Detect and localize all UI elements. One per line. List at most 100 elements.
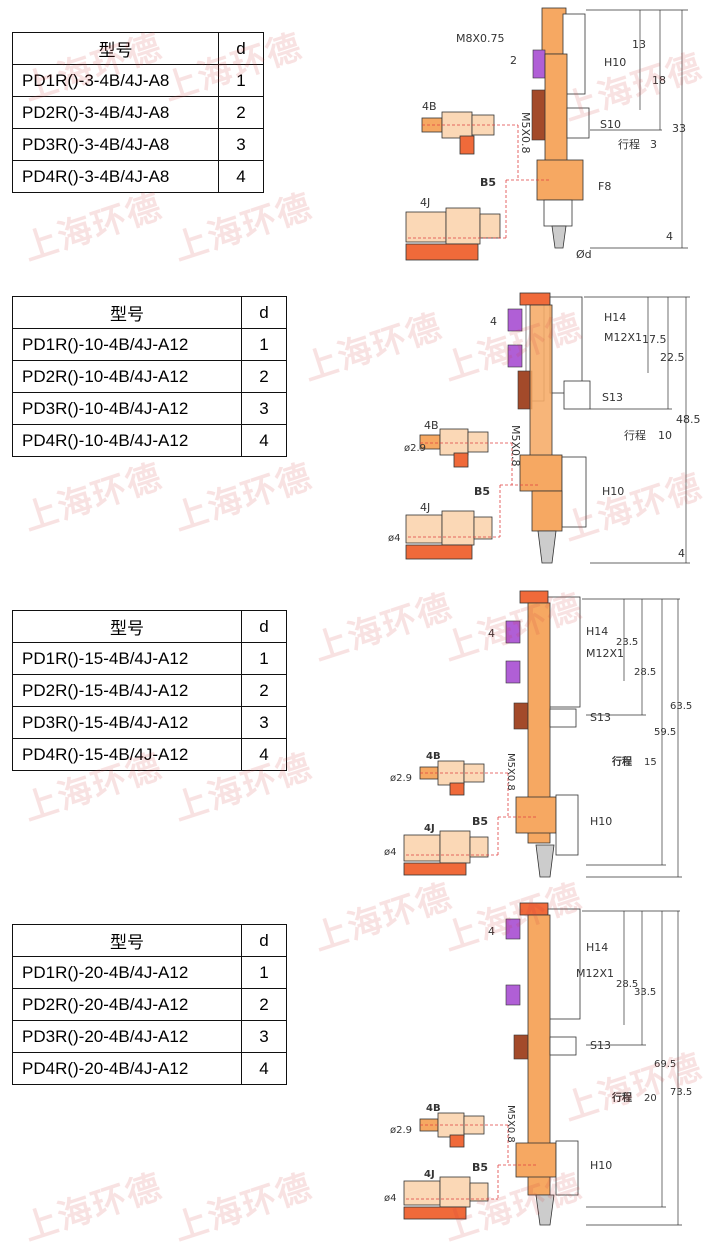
- vacuum-pad-drawing-3: 4 H14 M12X1 23.5 28.5 S13 行程 15 59.5 63.…: [384, 590, 692, 878]
- model-code: PD1R()-3-4B/4J-A8: [12, 64, 219, 97]
- side-dim-label: 2: [510, 54, 517, 67]
- hex-top-label: H14: [586, 941, 608, 954]
- stroke-value: 15: [644, 757, 657, 768]
- nut-label: S13: [590, 1039, 611, 1052]
- table-header: 型号 d: [12, 32, 264, 65]
- thread-top-label: M8X0.75: [456, 32, 505, 45]
- thread-top-label: M12X1: [576, 967, 614, 980]
- fitting-4b-label: 4B: [426, 751, 441, 762]
- dia-j-label: ø4: [388, 533, 400, 544]
- stroke-label: 行程: [611, 1091, 632, 1104]
- nut-label: S13: [590, 711, 611, 724]
- hex-top-label: H10: [604, 56, 626, 69]
- port-thread-label: M5X0.8: [519, 112, 532, 154]
- dim-total-label: 48.5: [676, 413, 700, 426]
- fitting-4j: [403, 1165, 499, 1220]
- stroke-label: 行程: [618, 138, 640, 151]
- port-label: B5: [474, 485, 490, 498]
- model-code: PD1R()-15-4B/4J-A12: [12, 642, 242, 675]
- side-dim-label: 4: [490, 315, 497, 328]
- model-code: PD2R()-10-4B/4J-A12: [12, 360, 242, 393]
- hex-top-label: H14: [604, 311, 626, 324]
- dia-b-label: ø2.9: [390, 1125, 412, 1136]
- header-model: 型号: [12, 296, 242, 329]
- dim-total-label: 33: [672, 122, 686, 135]
- model-code: PD2R()-20-4B/4J-A12: [12, 988, 242, 1021]
- model-code: PD4R()-15-4B/4J-A12: [12, 738, 242, 771]
- model-code: PD4R()-3-4B/4J-A8: [12, 160, 219, 193]
- header-d: d: [241, 924, 287, 957]
- pad-body: [506, 7, 590, 249]
- vacuum-pad-drawing-2: 4 H14 M12X1 17.5 22.5 S13 行程 10 48.5 M5X…: [388, 292, 700, 564]
- port-label: B5: [472, 1161, 488, 1174]
- header-d: d: [218, 32, 264, 65]
- vacuum-pad-drawing-4: 4 H14 M12X1 28.5 33.5 S13 行程 20 69.5 73.…: [384, 902, 692, 1226]
- side-dim-label: 4: [488, 627, 495, 640]
- table-header: 型号 d: [12, 610, 287, 643]
- side-dim-label: 4: [488, 925, 495, 938]
- dim-tip-label: 4: [666, 230, 673, 243]
- model-code: PD4R()-10-4B/4J-A12: [12, 424, 242, 457]
- dimensions: [584, 296, 690, 564]
- d-value: 3: [241, 706, 287, 739]
- vacuum-pad-drawing-1: M8X0.75 2 H10 13 18 33 S10 行程 3 M5X0.8 B…: [405, 7, 688, 261]
- dia-j-label: ø4: [384, 847, 396, 858]
- hex-bottom-label: H10: [590, 1159, 612, 1172]
- dim-a-label: 23.5: [616, 637, 638, 648]
- dimensions: [582, 598, 682, 878]
- d-value: 1: [241, 328, 287, 361]
- dim-tip-label: 73.5: [670, 1087, 692, 1098]
- port-thread-label: M5X0.8: [505, 1105, 516, 1143]
- port-thread-label: M5X0.8: [505, 753, 516, 791]
- table-header: 型号 d: [12, 296, 287, 329]
- dim-tip-label: 63.5: [670, 701, 692, 712]
- d-value: 2: [241, 674, 287, 707]
- thread-top-label: M12X1: [586, 647, 624, 660]
- fitting-4j-label: 4J: [420, 501, 430, 514]
- hex-bottom-label: F8: [598, 180, 611, 193]
- d-value: 4: [218, 160, 264, 193]
- hex-top-label: H14: [586, 625, 608, 638]
- tip-diameter-label: Ød: [576, 248, 592, 261]
- dim-b-label: 33.5: [634, 987, 656, 998]
- stroke-label: 行程: [611, 755, 632, 768]
- fitting-4j-label: 4J: [424, 823, 435, 834]
- header-d: d: [241, 610, 287, 643]
- d-value: 2: [218, 96, 264, 129]
- fitting-4b: [419, 1112, 508, 1148]
- model-code: PD3R()-3-4B/4J-A8: [12, 128, 219, 161]
- d-value: 4: [241, 424, 287, 457]
- fitting-4b-label: 4B: [422, 100, 437, 113]
- header-model: 型号: [12, 610, 242, 643]
- header-model: 型号: [12, 924, 242, 957]
- dia-b-label: ø2.9: [390, 773, 412, 784]
- port-label: B5: [480, 176, 496, 189]
- model-code: PD3R()-10-4B/4J-A12: [12, 392, 242, 425]
- fitting-4j: [403, 817, 499, 876]
- model-code: PD2R()-15-4B/4J-A12: [12, 674, 242, 707]
- d-value: 2: [241, 360, 287, 393]
- fitting-4b-label: 4B: [424, 419, 439, 432]
- dim-b-label: 22.5: [660, 351, 685, 364]
- d-value: 2: [241, 988, 287, 1021]
- dim-a-label: 13: [632, 38, 646, 51]
- thread-top-label: M12X1: [604, 331, 642, 344]
- stroke-value: 3: [650, 138, 657, 151]
- model-code: PD4R()-20-4B/4J-A12: [12, 1052, 242, 1085]
- model-code: PD3R()-20-4B/4J-A12: [12, 1020, 242, 1053]
- model-code: PD1R()-20-4B/4J-A12: [12, 956, 242, 989]
- stroke-value: 10: [658, 429, 672, 442]
- nut-label: S13: [602, 391, 623, 404]
- dim-a-label: 17.5: [642, 333, 667, 346]
- d-value: 3: [218, 128, 264, 161]
